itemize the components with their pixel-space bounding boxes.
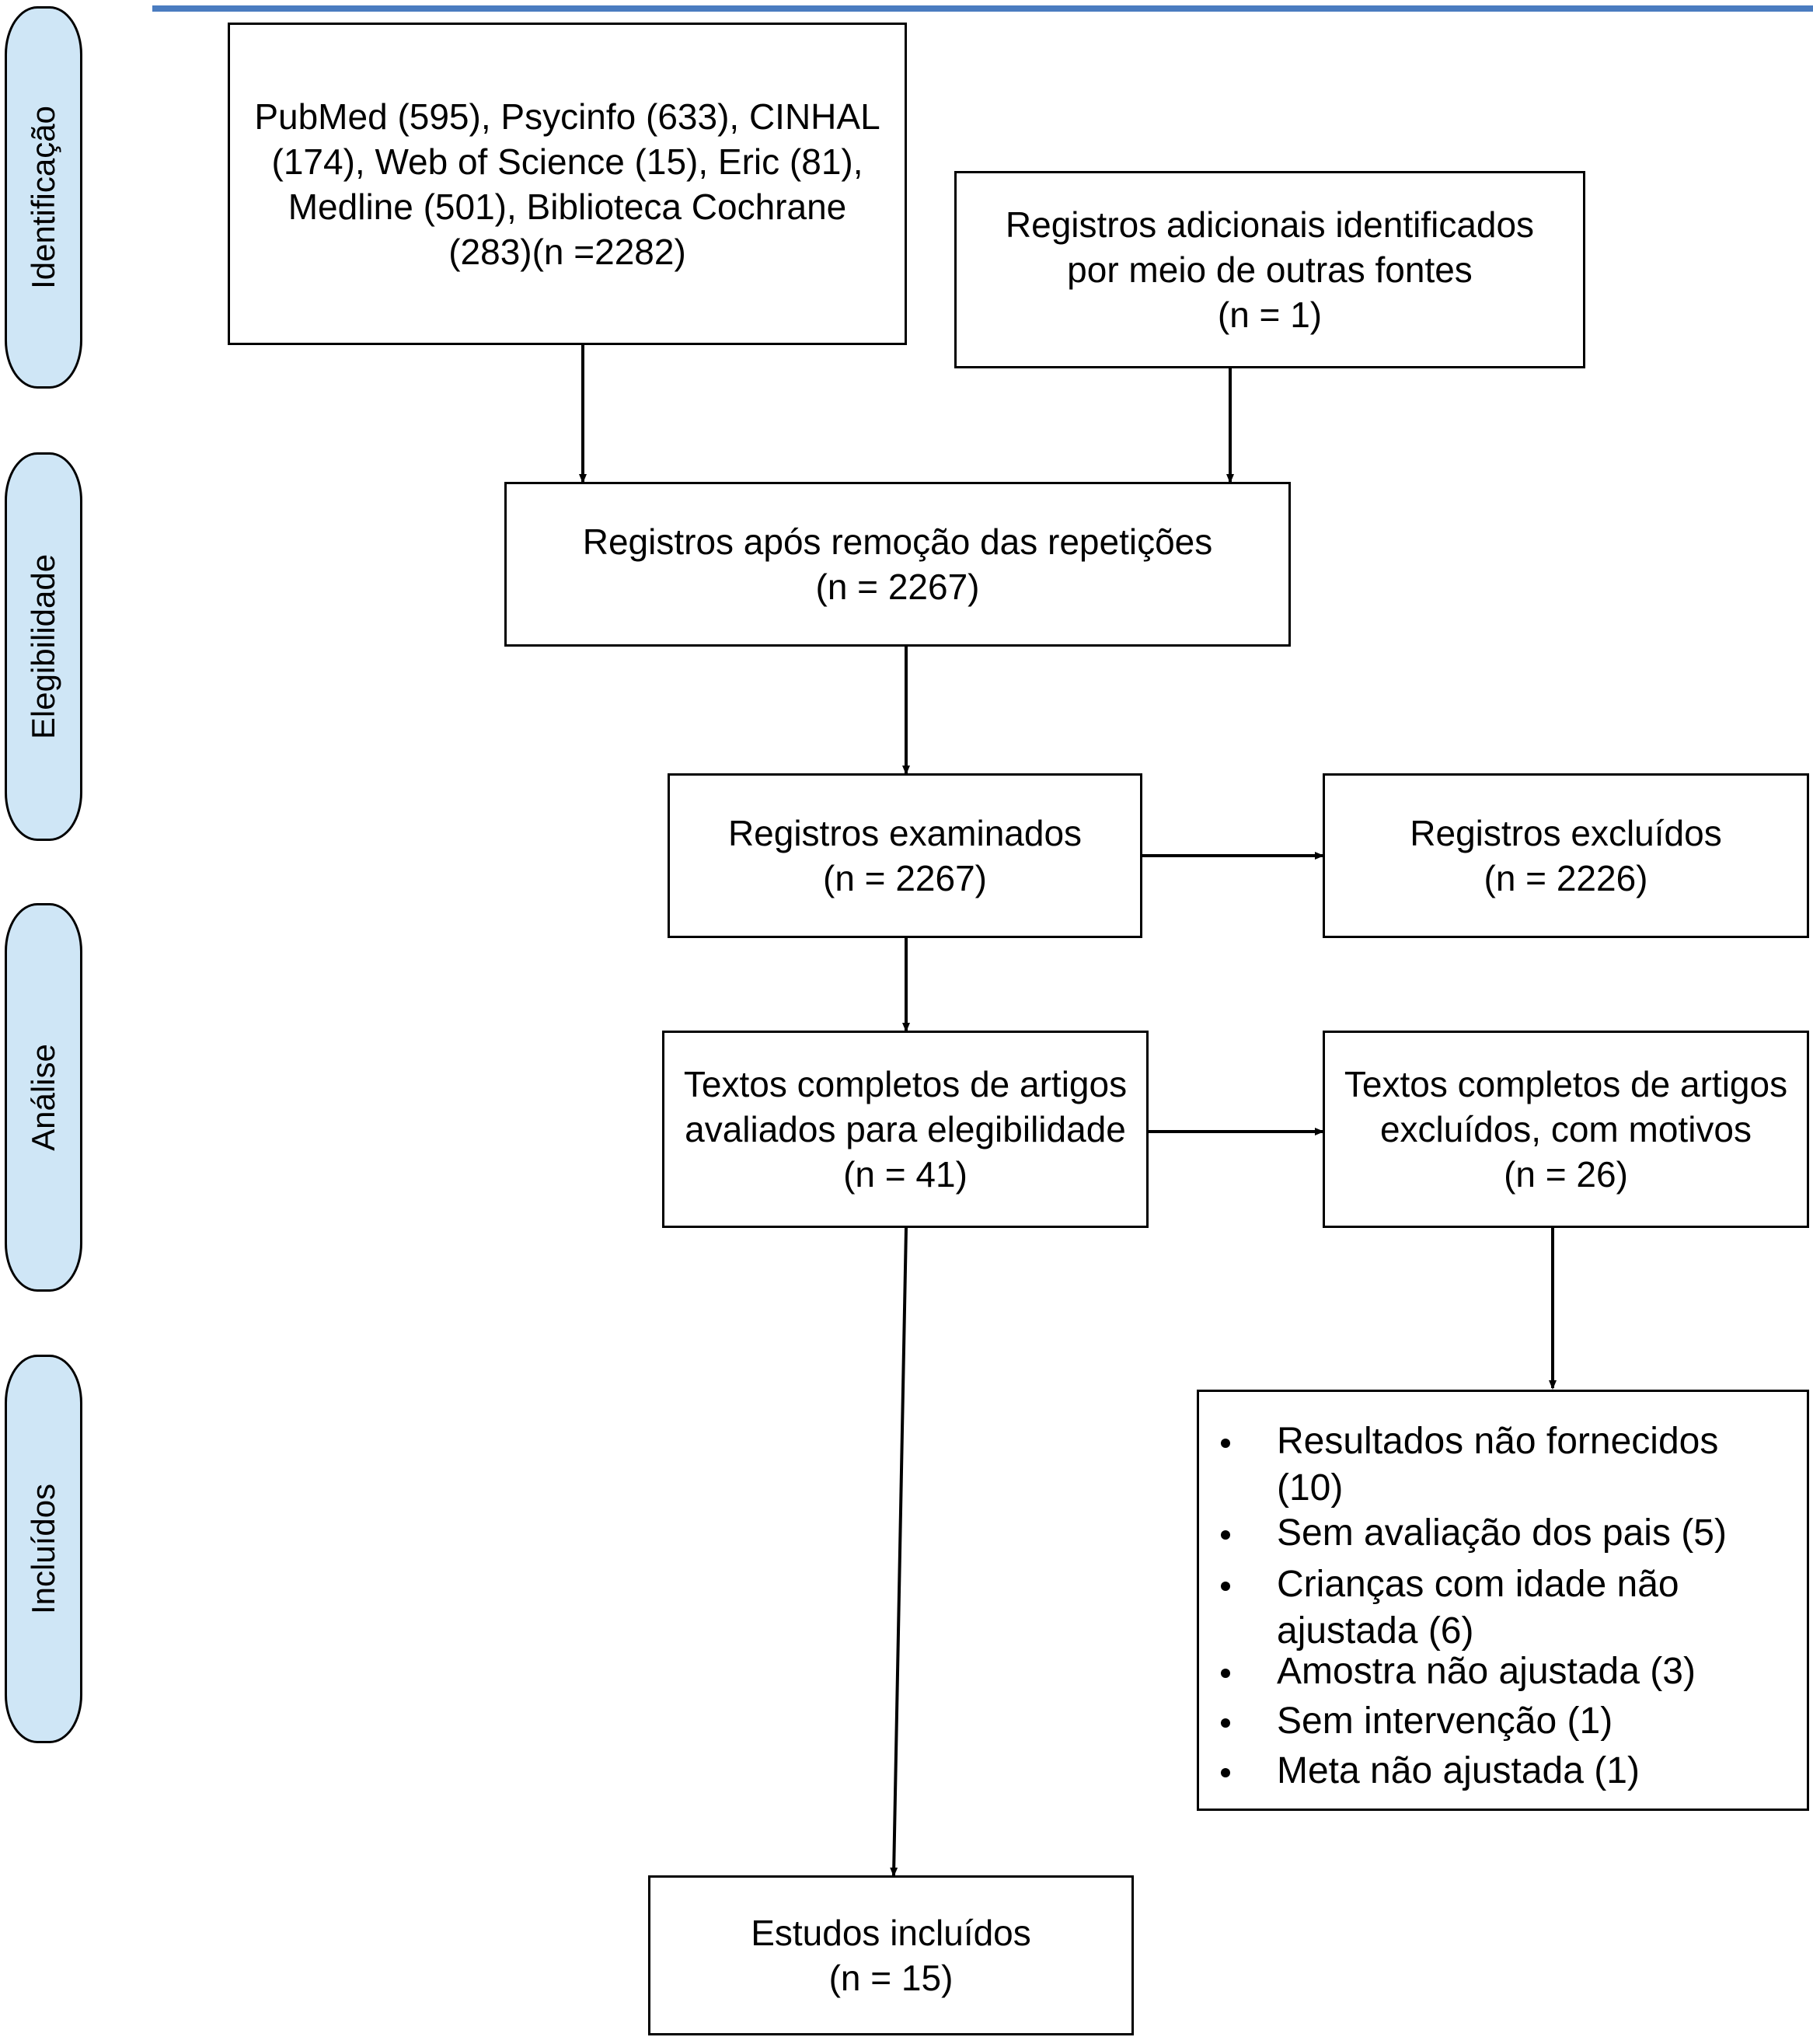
box-additional-records: Registros adicionais identificados por m… [954,171,1585,368]
box-text-line: avaliados para elegibilidade [685,1109,1126,1149]
reason-text: Crianças com idade não ajustada (6) [1277,1564,1679,1652]
box-text-line: PubMed (595), Psycinfo (633), CINHAL [254,96,880,137]
box-studies-included: Estudos incluídos (n = 15) [648,1875,1134,2035]
box-text-line: (174), Web of Science (15), Eric (81), [271,141,863,182]
box-fulltext-excluded: Textos completos de artigos excluídos, c… [1323,1031,1809,1228]
exclusion-reasons-box: Resultados não fornecidos (10) Sem avali… [1197,1390,1809,1811]
box-records-screened: Registros examinados (n = 2267) [668,773,1142,938]
box-text-line: por meio de outras fontes [1067,249,1473,290]
box-records-after-duplicates: Registros após remoção das repetições (n… [504,482,1291,647]
phase-identificacao: Identificação [5,6,82,389]
box-text-line: Registros excluídos [1410,813,1722,853]
bullet-icon [1221,1530,1230,1540]
box-text-line: excluídos, com motivos [1379,1109,1752,1149]
reason-item: Meta não ajustada (1) [1221,1748,1782,1795]
reason-text: Amostra não ajustada (3) [1277,1651,1696,1692]
box-text-line: Registros examinados [727,813,1083,853]
box-text-line: Medline (501), Biblioteca Cochrane [288,186,847,227]
reason-item: Crianças com idade não ajustada (6) [1221,1561,1782,1655]
reason-text: Meta não ajustada (1) [1277,1750,1640,1791]
phase-analise: Análise [5,903,82,1292]
header-rule [152,5,1813,12]
bullet-icon [1221,1768,1230,1777]
box-text-line: (n = 2226) [1484,858,1648,898]
arrow-fulltext-to-included [890,1227,908,1877]
reason-item: Resultados não fornecidos (10) [1221,1418,1782,1512]
box-text-line: Registros após remoção das repetições [582,521,1213,562]
bullet-icon [1221,1669,1230,1678]
bullet-icon [1221,1582,1230,1591]
box-text-line: (n = 2267) [815,567,980,607]
box-text-line: Registros adicionais identificados [1005,204,1535,245]
box-text-line: (n = 2267) [823,858,987,898]
box-text-line: Textos completos de artigos [683,1064,1128,1104]
bullet-icon [1221,1718,1230,1728]
box-database-records: PubMed (595), Psycinfo (633), CINHAL (17… [228,23,907,345]
box-text-line: (n = 1) [1217,295,1323,335]
phase-incluidos: Incluídos [5,1355,82,1743]
reason-text: Sem intervenção (1) [1277,1700,1613,1742]
phase-elegibilidade: Elegibilidade [5,452,82,841]
reason-text: Sem avaliação dos pais (5) [1277,1512,1727,1554]
box-records-excluded: Registros excluídos (n = 2226) [1323,773,1809,938]
box-text-line: (283)(n =2282) [448,231,686,272]
reason-item: Sem avaliação dos pais (5) [1221,1510,1782,1557]
reason-item: Amostra não ajustada (3) [1221,1648,1782,1695]
box-text-line: (n = 15) [828,1958,954,1998]
box-text-line: (n = 41) [843,1154,968,1195]
reason-item: Sem intervenção (1) [1221,1698,1782,1745]
box-text-line: Textos completos de artigos [1344,1064,1788,1104]
box-fulltext-assessed: Textos completos de artigos avaliados pa… [662,1031,1149,1228]
reason-text: Resultados não fornecidos (10) [1277,1421,1719,1509]
bullet-icon [1221,1439,1230,1448]
box-text-line: Estudos incluídos [751,1913,1031,1953]
box-text-line: (n = 26) [1504,1154,1628,1195]
